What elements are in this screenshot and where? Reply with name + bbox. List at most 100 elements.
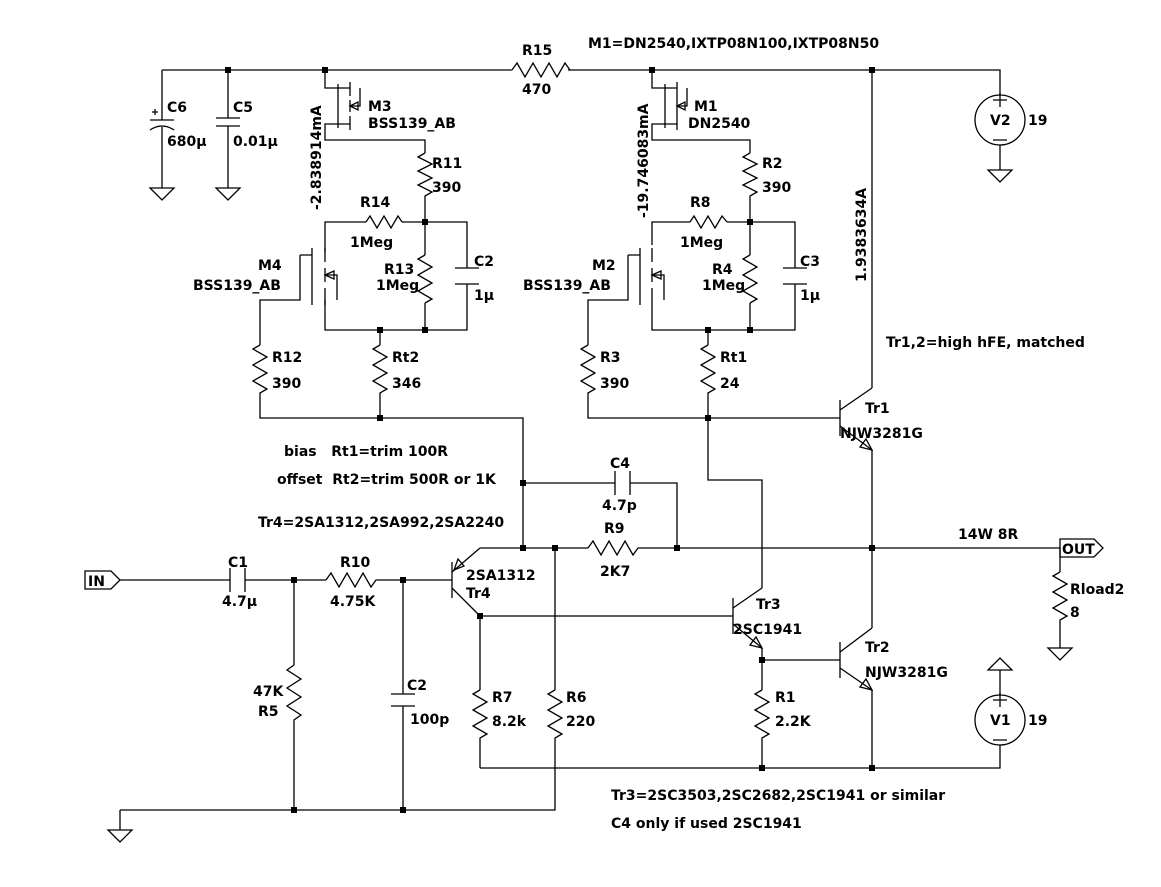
m1-model: DN2540 bbox=[688, 116, 751, 132]
r11-value: 390 bbox=[432, 180, 461, 196]
c6-value: 680µ bbox=[167, 134, 207, 150]
c5-name: C5 bbox=[233, 100, 253, 116]
tr1-model: NJW3281G bbox=[840, 426, 923, 442]
rload2-value: 8 bbox=[1070, 605, 1080, 621]
input-port: IN bbox=[84, 570, 121, 590]
note-tr1-tr2: Tr1,2=high hFE, matched bbox=[886, 335, 1085, 351]
resistor-r9 bbox=[587, 539, 640, 557]
m3-name: M3 bbox=[368, 99, 392, 115]
v2-name: V2 bbox=[990, 113, 1011, 129]
ground-icon bbox=[148, 187, 176, 201]
r1-name: R1 bbox=[775, 690, 796, 706]
bjt-tr3 bbox=[728, 587, 764, 649]
mosfet-m4 bbox=[300, 248, 338, 305]
r4-value: 1Meg bbox=[702, 278, 745, 294]
r6-value: 220 bbox=[566, 714, 595, 730]
r6-name: R6 bbox=[566, 690, 587, 706]
r3-name: R3 bbox=[600, 350, 621, 366]
r15-value: 470 bbox=[522, 82, 551, 98]
tr4-model: 2SA1312 bbox=[466, 568, 536, 584]
resistor-r12 bbox=[251, 344, 269, 395]
c3-value: 1µ bbox=[800, 288, 820, 304]
r12-value: 390 bbox=[272, 376, 301, 392]
r8-value: 1Meg bbox=[680, 235, 723, 251]
c5-value: 0.01µ bbox=[233, 134, 278, 150]
m4-model: BSS139_AB bbox=[193, 278, 281, 294]
capacitor-c3 bbox=[783, 267, 807, 285]
rt1-value: 24 bbox=[720, 376, 740, 392]
m2-model: BSS139_AB bbox=[523, 278, 611, 294]
resistor-rt1 bbox=[699, 344, 717, 395]
capacitor-c2-lower bbox=[391, 693, 415, 707]
note-offset: offset Rt2=trim 500R or 1K bbox=[277, 472, 497, 488]
ground-icon bbox=[1046, 647, 1074, 661]
resistor-r14 bbox=[365, 214, 403, 230]
bjt-tr2 bbox=[835, 627, 874, 691]
ground-icon bbox=[106, 829, 134, 843]
tr1-current-readout: 1.9383634A bbox=[854, 188, 870, 282]
m1-name: M1 bbox=[694, 99, 718, 115]
r9-name: R9 bbox=[604, 521, 625, 537]
r7-value: 8.2k bbox=[492, 714, 527, 730]
annotations: M1=DN2540,IXTP08N100,IXTP08N50 Tr1,2=hig… bbox=[258, 36, 1085, 832]
r11-name: R11 bbox=[432, 156, 462, 172]
r8-name: R8 bbox=[690, 195, 711, 211]
c6-name: C6 bbox=[167, 100, 187, 116]
c1-value: 4.7µ bbox=[222, 594, 257, 610]
rt1-name: Rt1 bbox=[720, 350, 747, 366]
r14-value: 1Meg bbox=[350, 235, 393, 251]
resistor-r15 bbox=[511, 61, 571, 79]
r5-value: 47K bbox=[253, 684, 284, 700]
r4-name: R4 bbox=[712, 262, 733, 278]
tr1-name: Tr1 bbox=[865, 401, 890, 417]
resistor-r7 bbox=[471, 689, 489, 742]
c2-upper-name: C2 bbox=[474, 254, 494, 270]
r13-value: 1Meg bbox=[376, 278, 419, 294]
r2-name: R2 bbox=[762, 156, 783, 172]
r14-name: R14 bbox=[360, 195, 391, 211]
c2-lower-name: C2 bbox=[407, 678, 427, 694]
capacitor-c4 bbox=[614, 471, 631, 495]
v1-name: V1 bbox=[990, 713, 1011, 729]
resistor-r10 bbox=[325, 571, 378, 589]
resistor-r3 bbox=[579, 344, 597, 395]
resistor-r5 bbox=[285, 664, 303, 730]
note-output-power: 14W 8R bbox=[958, 527, 1019, 543]
c4-value: 4.7p bbox=[602, 498, 637, 514]
note-tr4: Tr4=2SA1312,2SA992,2SA2240 bbox=[258, 515, 504, 531]
rt2-value: 346 bbox=[392, 376, 421, 392]
voltage-source-v2 bbox=[974, 93, 1026, 170]
resistor-r8 bbox=[689, 214, 728, 230]
input-port-label: IN bbox=[88, 574, 105, 590]
c2-lower-value: 100p bbox=[410, 712, 449, 728]
bjt-tr1 bbox=[832, 387, 874, 451]
capacitor-c2-upper bbox=[455, 267, 479, 285]
ground-icon bbox=[986, 169, 1014, 183]
mosfet-m3 bbox=[337, 82, 361, 130]
component-labels: R15 470 C6 680µ C5 0.01µ M3 BSS139_AB R1… bbox=[167, 43, 1124, 730]
r10-name: R10 bbox=[340, 555, 371, 571]
output-port-label: OUT bbox=[1062, 542, 1095, 558]
capacitor-c5 bbox=[216, 117, 240, 127]
r3-value: 390 bbox=[600, 376, 629, 392]
v2-value: 19 bbox=[1028, 113, 1047, 129]
resistor-r4 bbox=[741, 254, 759, 304]
c1-name: C1 bbox=[228, 555, 248, 571]
note-c4: C4 only if used 2SC1941 bbox=[611, 816, 802, 832]
r10-value: 4.75K bbox=[330, 594, 377, 610]
tr2-model: NJW3281G bbox=[865, 665, 948, 681]
r9-value: 2K7 bbox=[600, 564, 630, 580]
capacitor-c6 bbox=[149, 109, 175, 132]
resistor-rt2 bbox=[371, 344, 389, 395]
m1-current-readout: -19.746083mA bbox=[636, 103, 652, 218]
junctions bbox=[225, 67, 875, 813]
m4-name: M4 bbox=[258, 258, 282, 274]
note-tr3: Tr3=2SC3503,2SC2682,2SC1941 or similar bbox=[611, 788, 945, 804]
note-mosfet-models: M1=DN2540,IXTP08N100,IXTP08N50 bbox=[588, 36, 879, 52]
r5-name: R5 bbox=[258, 704, 279, 720]
ground-icon bbox=[214, 187, 242, 201]
rt2-name: Rt2 bbox=[392, 350, 419, 366]
tr3-model: 2SC1941 bbox=[733, 622, 802, 638]
resistor-r13 bbox=[416, 254, 434, 304]
